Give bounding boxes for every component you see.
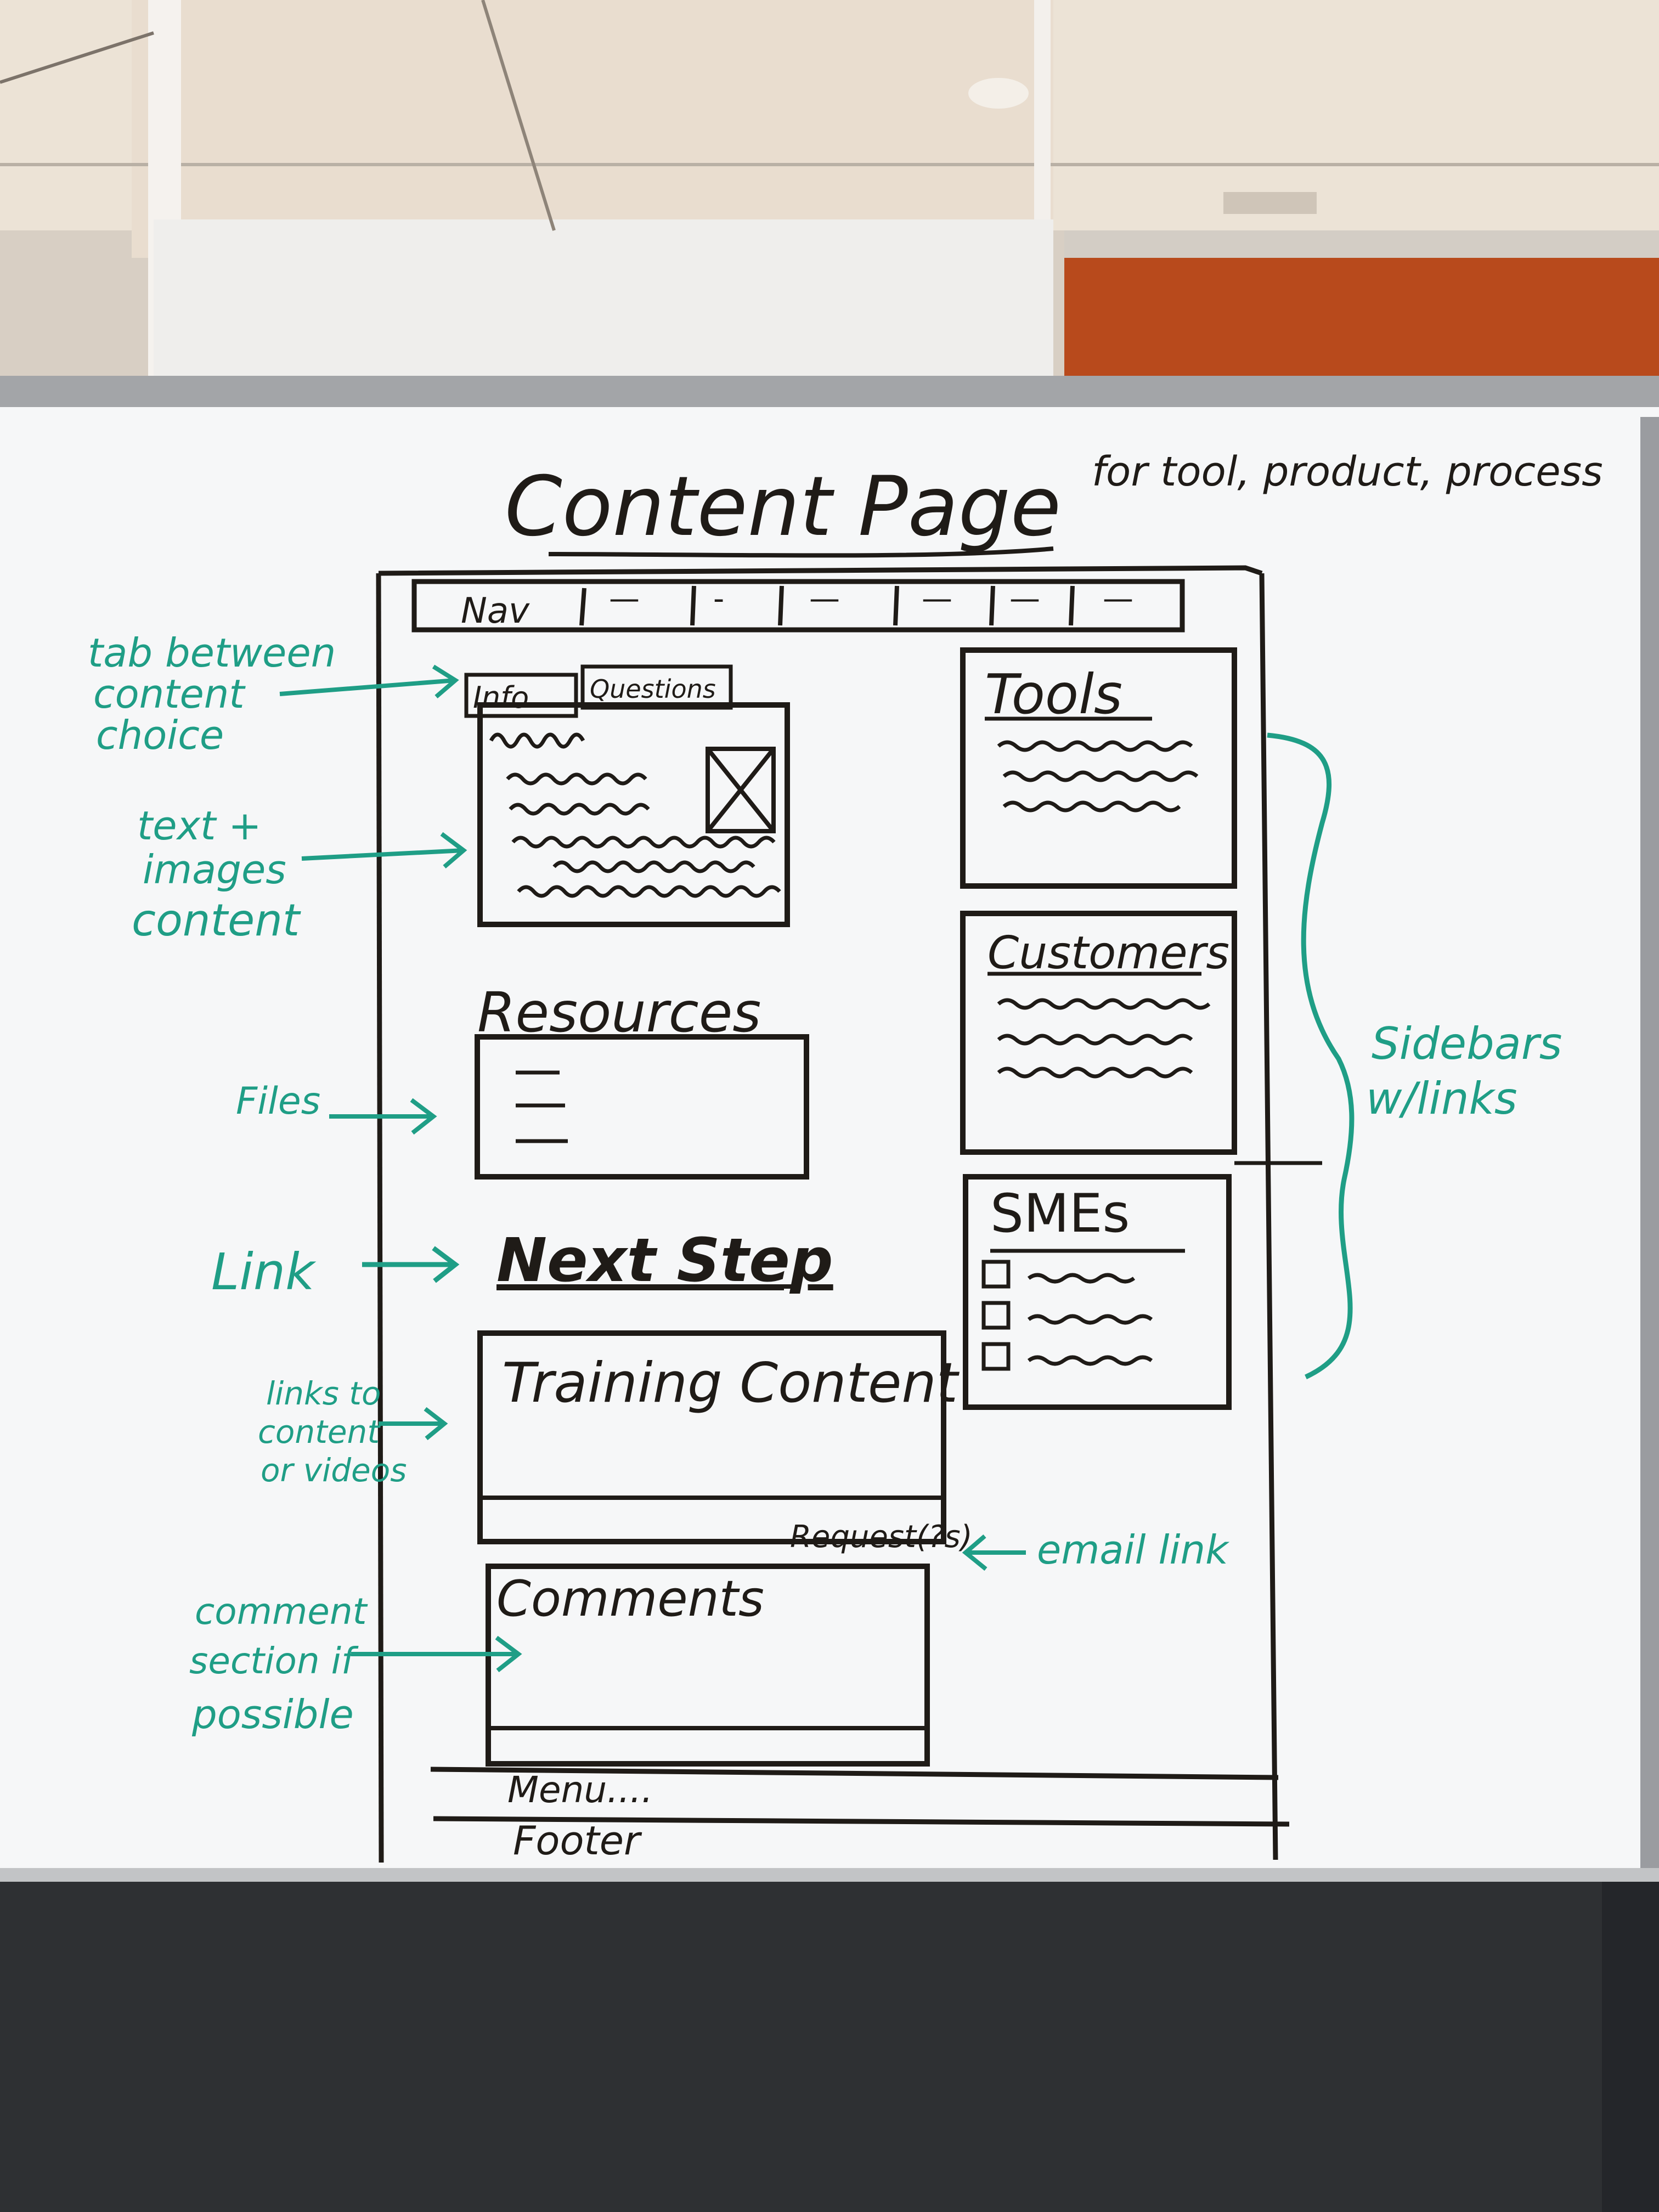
title-area: Content Page for tool, product, process xyxy=(505,448,1603,558)
svg-text:Files: Files xyxy=(236,1080,320,1123)
annotation-links-to-arrow xyxy=(379,1407,448,1441)
resources-section: Resources xyxy=(475,980,809,1180)
training-content-section: Training Content Request(?s) xyxy=(477,1330,973,1555)
sidebar-brace xyxy=(1267,732,1355,1380)
request-questions-link[interactable]: Request(?s) xyxy=(790,1519,973,1555)
next-step-link[interactable]: Next Step xyxy=(496,1225,833,1295)
training-content-title[interactable]: Training Content xyxy=(502,1351,960,1415)
svg-text:content: content xyxy=(258,1413,381,1451)
sidebar-tools-title: Tools xyxy=(985,662,1122,726)
nav-item-5[interactable]: — xyxy=(1009,581,1040,617)
content-tabs[interactable]: Info Questions xyxy=(464,664,733,718)
content-box xyxy=(477,702,790,927)
sidebar-tools: Tools xyxy=(960,647,1237,889)
next-step-label[interactable]: Next Step xyxy=(496,1225,833,1295)
annotation-tabs: tab between content choice xyxy=(88,630,459,758)
annotation-email-arrow xyxy=(962,1534,1026,1571)
svg-text:section if: section if xyxy=(189,1640,359,1682)
sidebar-smes-title: SMEs xyxy=(990,1183,1130,1244)
wireframe-outline xyxy=(376,565,1290,1863)
sidebar-customers-title: Customers xyxy=(988,927,1229,979)
annotation-text-images-arrow xyxy=(301,832,467,869)
svg-text:or videos: or videos xyxy=(261,1452,407,1489)
svg-text:tab between: tab between xyxy=(88,630,336,676)
svg-text:choice: choice xyxy=(96,712,224,758)
comments-box[interactable] xyxy=(486,1564,930,1767)
sidebar-customers-links[interactable] xyxy=(997,998,1211,1079)
nav-bar[interactable]: Nav — - — — — — xyxy=(411,579,1185,633)
sidebar-tools-links[interactable] xyxy=(997,740,1199,812)
nav-item-6[interactable]: — xyxy=(1103,581,1133,617)
sme-checkbox-list[interactable] xyxy=(981,1260,1153,1371)
svg-text:images: images xyxy=(143,847,286,893)
whiteboard xyxy=(0,376,1659,2212)
annotation-link-arrow xyxy=(362,1246,460,1283)
annotation-tabs-arrow xyxy=(279,664,459,699)
tab-questions-label: Questions xyxy=(590,674,716,704)
menu-label[interactable]: Menu.... xyxy=(507,1769,653,1811)
svg-text:w/links: w/links xyxy=(1366,1073,1517,1124)
annotation-comment-arrow xyxy=(351,1635,522,1673)
svg-text:content: content xyxy=(132,895,301,946)
resources-box xyxy=(475,1034,809,1180)
nav-separators xyxy=(579,585,1075,626)
svg-text:content: content xyxy=(93,671,246,717)
file-placeholder-lines[interactable] xyxy=(516,1070,568,1143)
text-placeholder-lines xyxy=(489,732,781,898)
sidebar-smes: SMEs xyxy=(963,1174,1232,1410)
page-title: Content Page xyxy=(505,459,1061,555)
nav-item-1[interactable]: — xyxy=(609,581,640,617)
tab-info[interactable] xyxy=(464,673,578,718)
svg-text:links to: links to xyxy=(266,1375,381,1412)
annotation-links-to: links to content or videos xyxy=(258,1375,448,1489)
annotation-link: Link xyxy=(211,1243,460,1301)
annotation-files: Files xyxy=(236,1080,437,1135)
svg-text:Link: Link xyxy=(211,1243,317,1301)
office-background xyxy=(0,0,1659,384)
svg-text:comment: comment xyxy=(195,1590,368,1633)
nav-item-4[interactable]: — xyxy=(922,581,952,617)
resources-title: Resources xyxy=(477,980,761,1045)
svg-text:Sidebars: Sidebars xyxy=(1372,1018,1562,1069)
nav-bar-frame xyxy=(411,579,1185,633)
nav-item-2[interactable]: - xyxy=(713,581,724,617)
annotation-sidebars: Sidebars w/links xyxy=(1267,732,1562,1380)
annotation-text-images: text + images content xyxy=(132,803,467,946)
training-content-box xyxy=(477,1330,946,1544)
annotation-files-arrow xyxy=(329,1098,437,1135)
annotation-email: email link xyxy=(962,1527,1230,1573)
footer-label: Footer xyxy=(513,1818,642,1864)
nav-label[interactable]: Nav xyxy=(461,591,530,631)
annotation-comment-section: comment section if possible xyxy=(189,1590,522,1737)
comments-title: Comments xyxy=(496,1570,764,1628)
svg-text:email link: email link xyxy=(1037,1527,1230,1573)
nav-item-3[interactable]: — xyxy=(809,581,840,617)
sidebar-customers: Customers xyxy=(960,911,1237,1155)
svg-text:text +: text + xyxy=(137,803,262,849)
svg-text:possible: possible xyxy=(191,1691,354,1737)
page-subtitle: for tool, product, process xyxy=(1092,448,1603,495)
comments-section: Comments xyxy=(486,1564,930,1767)
image-placeholder-icon xyxy=(706,747,776,833)
